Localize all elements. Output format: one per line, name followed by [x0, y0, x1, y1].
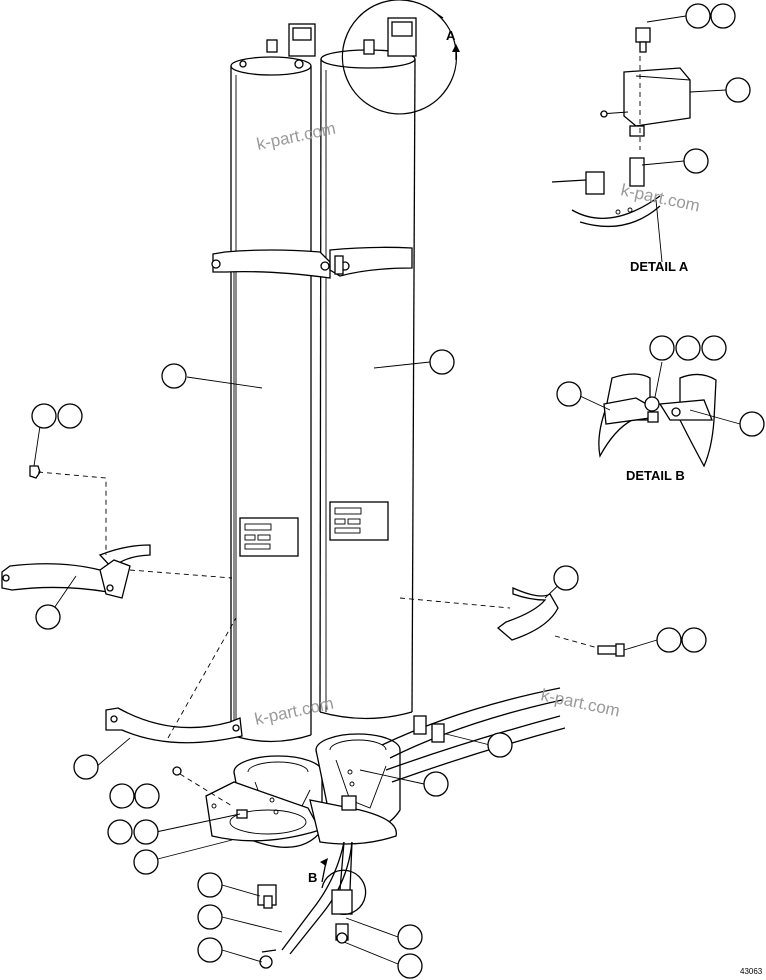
- bottom-clamp: [105, 707, 243, 744]
- mounting-bracket: [205, 781, 397, 845]
- watermark-top: k-part.com: [255, 119, 337, 154]
- detail-b-drawing: [598, 373, 717, 468]
- hose-assembly: [261, 687, 566, 955]
- left-nut: [29, 465, 41, 479]
- right-bolt: [597, 643, 625, 657]
- callout-circles: [31, 3, 765, 979]
- left-clamp-strap: [1, 544, 151, 599]
- cylinder-cap-right: [363, 17, 417, 57]
- upper-clamp-band: [211, 246, 413, 279]
- figure-number: 43063: [740, 967, 763, 976]
- cylinder-cap-left: [239, 23, 316, 69]
- detail-b-label: DETAIL B: [626, 468, 685, 483]
- cylinder-label-plate-right: [329, 501, 389, 541]
- detail-b-view-circle: [320, 858, 367, 915]
- watermark-bottom-right: k-part.com: [539, 685, 621, 720]
- cylinder-label-plate-left: [239, 517, 299, 557]
- detail-a-view-circle: [341, 0, 460, 115]
- bracket-holes: [211, 769, 355, 815]
- cylinder-right: [319, 49, 416, 720]
- hose-fittings: [257, 884, 353, 969]
- right-clamp-strap: [496, 586, 559, 641]
- view-a-label: A: [446, 28, 456, 43]
- view-b-label: B: [308, 870, 317, 885]
- detail-a-label: DETAIL A: [630, 259, 689, 274]
- detail-a-drawing: [551, 27, 691, 263]
- washer-small: [172, 766, 182, 776]
- stud-bolt: [236, 795, 357, 819]
- cylinder-left: [230, 56, 312, 743]
- watermark-bottom-left: k-part.com: [253, 694, 335, 729]
- leader-lines: [33, 15, 741, 965]
